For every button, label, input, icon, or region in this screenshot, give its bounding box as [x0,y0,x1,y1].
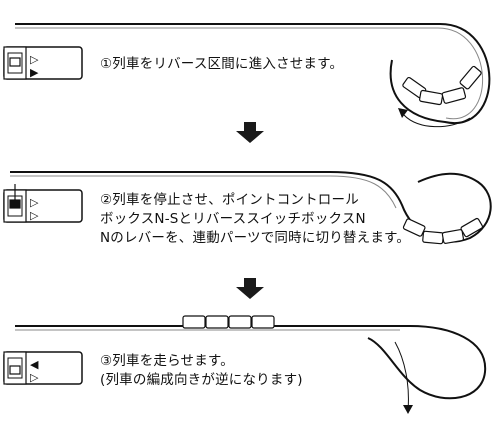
step-3-caption: ③列車を走らせます。 (列車の編成向きが逆になります) [100,352,303,390]
lever-icon[interactable] [9,365,21,375]
train-car-icon [402,65,482,106]
caption-line: ②列車を停止させ、ポイントコントロール [100,192,359,208]
down-arrow-icon [236,122,264,143]
track-2 [10,171,492,243]
track-1 [15,23,491,125]
track-1-inner [15,27,484,120]
caption-line: ボックスN-SとリバーススイッチボックスN [100,211,366,227]
switch-mark-bottom: ▷ [30,371,39,384]
step-1-graphic: ▷ ▶ [3,23,491,128]
track-2-inner [10,175,397,209]
switch-box-icon [3,46,83,80]
step-1-caption: ①列車をリバース区間に進入させます。 [100,55,343,74]
train-car-icon [182,315,275,329]
switch-mark-top: ▷ [30,196,39,209]
step-2-graphic: ▷ ▷ [3,171,492,245]
train-car-icon [402,217,484,245]
caption-line: (列車の編成向きが逆になります) [100,372,303,388]
track-3 [15,325,487,400]
switch-mark-bottom: ▶ [30,66,39,79]
down-arrow-icon [236,278,264,299]
caption-line: ①列車をリバース区間に進入させます。 [100,56,344,72]
switch-mark-top: ◀ [30,358,39,371]
lever-icon[interactable] [9,199,21,209]
direction-arrow-icon [394,341,409,411]
switch-box-icon [3,351,83,385]
switch-mark-bottom: ▷ [30,209,39,222]
step-2-caption: ②列車を停止させ、ポイントコントロール ボックスN-Sとリバーススイッチボックス… [100,191,410,248]
direction-arrow-head [403,405,413,414]
direction-arrow-head [398,108,408,118]
step-3-graphic: ◀ ▷ [3,315,487,414]
switch-box-icon [3,184,83,223]
direction-arrow-icon [403,114,471,128]
switch-mark-top: ▷ [30,53,39,66]
caption-line: ③列車を走らせます。 [100,353,234,369]
caption-line: Nのレバーを、連動パーツで同時に切り替えます。 [100,230,411,246]
lever-icon[interactable] [9,57,21,67]
